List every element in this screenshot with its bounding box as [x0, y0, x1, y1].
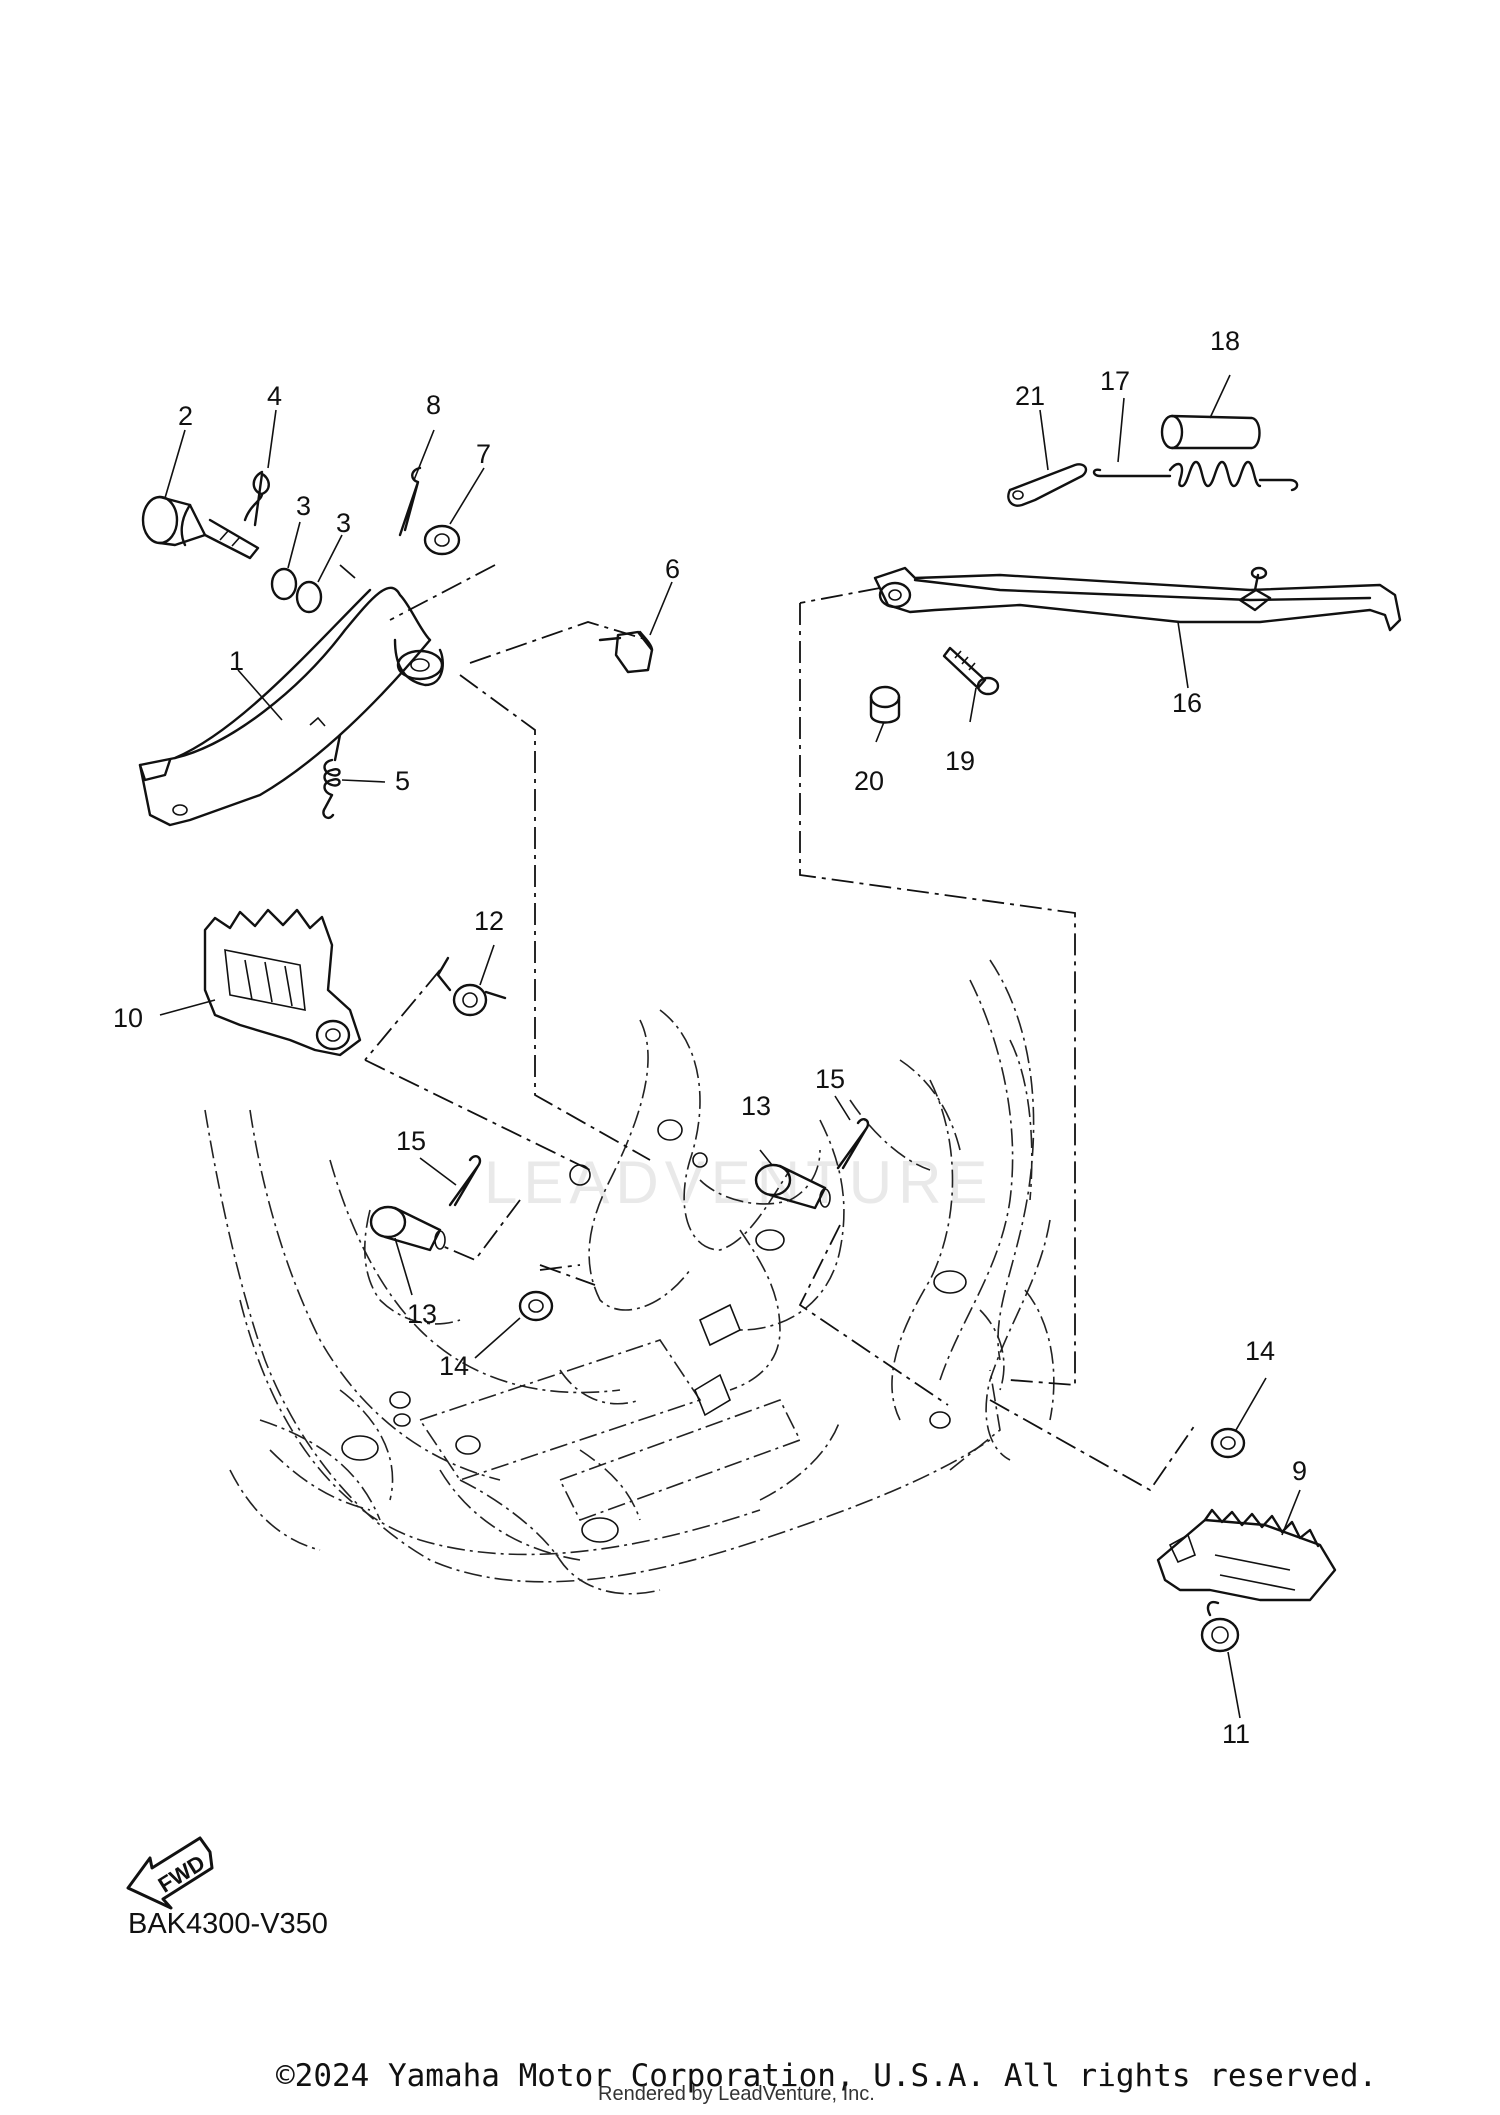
callout-15: 15: [396, 1126, 426, 1156]
rendered-by: Rendered by LeadVenture, Inc.: [598, 2083, 875, 2105]
footrest-spring: [436, 956, 507, 1017]
callout-3: 3: [336, 508, 351, 538]
bracket: [1007, 463, 1088, 507]
callout-3: 3: [296, 491, 311, 521]
sidestand-spring: [1092, 460, 1299, 492]
clevis-pin: [598, 630, 654, 674]
copyright: ©2024 Yamaha Motor Corporation, U.S.A. A…: [276, 2058, 1378, 2094]
bolt: [942, 646, 1000, 696]
washer: [423, 524, 461, 556]
collar: [869, 685, 901, 724]
cotter-pin: [836, 1118, 870, 1170]
pivot-shaft: [141, 495, 260, 560]
diagram-code: BAK4300-V350: [128, 1908, 328, 1940]
plain-washer: [1210, 1427, 1246, 1459]
footrest-spring: [1200, 1601, 1240, 1653]
callout-20: 20: [854, 766, 884, 796]
footrest-pin: [369, 1205, 446, 1252]
fwd-arrow-icon: FWD: [126, 1836, 214, 1910]
callout-14: 14: [439, 1351, 469, 1381]
frame-outline: [204, 959, 1055, 1595]
fwd-label: FWD: [154, 1850, 210, 1898]
footrest-pin: [754, 1163, 831, 1210]
callout-2: 2: [178, 401, 193, 431]
callout-10: 10: [113, 1003, 143, 1033]
callout-7: 7: [476, 439, 491, 469]
sleeve: [1160, 414, 1261, 450]
leader-lines: [159, 374, 1301, 1719]
callout-11: 11: [1222, 1719, 1250, 1749]
connection-lines: [339, 564, 1196, 1492]
o-ring: [270, 567, 298, 601]
callout-17: 17: [1100, 366, 1130, 396]
callout-13: 13: [741, 1091, 771, 1121]
watermark: LEADVENTURE: [484, 1149, 994, 1216]
callout-15: 15: [815, 1064, 845, 1094]
callout-16: 16: [1172, 688, 1202, 718]
callout-5: 5: [395, 766, 410, 796]
callout-6: 6: [665, 554, 680, 584]
cotter-pin: [398, 466, 422, 537]
callout-13: 13: [407, 1299, 437, 1329]
callout-14: 14: [1245, 1336, 1275, 1366]
callout-19: 19: [945, 746, 975, 776]
sidestand: [873, 566, 1402, 632]
callout-8: 8: [426, 390, 441, 420]
return-spring: [322, 733, 342, 820]
brake-pedal: [138, 586, 444, 827]
callouts: 1 2 3 3 4 5 6 7 8 9 10 11 12 13 13 14 14…: [113, 326, 1307, 1749]
cotter-pin: [448, 1155, 482, 1207]
plain-washer: [518, 1290, 554, 1322]
left-footrest: [203, 908, 362, 1057]
callout-1: 1: [229, 646, 244, 676]
o-ring: [295, 580, 323, 614]
callout-18: 18: [1210, 326, 1240, 356]
right-footrest: [1156, 1508, 1337, 1602]
callout-9: 9: [1292, 1456, 1307, 1486]
r-clip: [243, 470, 270, 527]
callout-12: 12: [474, 906, 504, 936]
callout-4: 4: [267, 381, 282, 411]
callout-21: 21: [1015, 381, 1045, 411]
